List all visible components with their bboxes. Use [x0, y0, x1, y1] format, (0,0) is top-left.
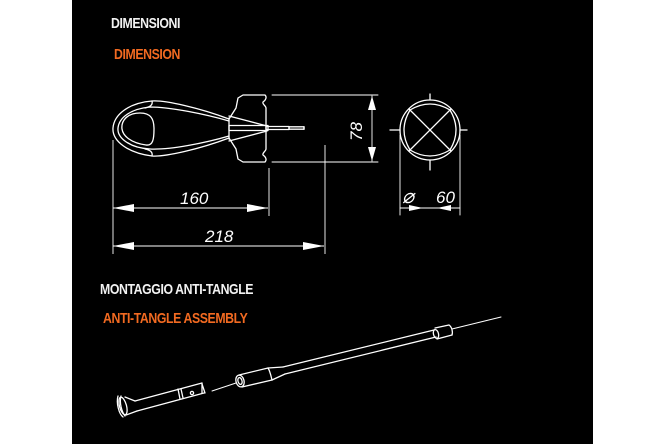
dimensions-title-it: DIMENSIONI: [111, 15, 181, 32]
lure-front-view-icon: [389, 93, 468, 171]
total-length-label: 218: [204, 227, 234, 246]
diameter-label: 60: [436, 188, 455, 207]
dimensions-title-en: DIMENSION: [114, 46, 181, 63]
diagram-panel: [72, 0, 593, 444]
anti-tangle-assembly-icon: [116, 316, 502, 418]
diameter-symbol: ⌀: [402, 186, 416, 208]
height-label: 78: [347, 122, 366, 141]
assembly-title-en: ANTI-TANGLE ASSEMBLY: [103, 310, 248, 327]
lure-side-view-icon: [112, 94, 305, 163]
body-length-label: 160: [180, 189, 209, 208]
assembly-title-it: MONTAGGIO ANTI-TANGLE: [100, 281, 254, 298]
